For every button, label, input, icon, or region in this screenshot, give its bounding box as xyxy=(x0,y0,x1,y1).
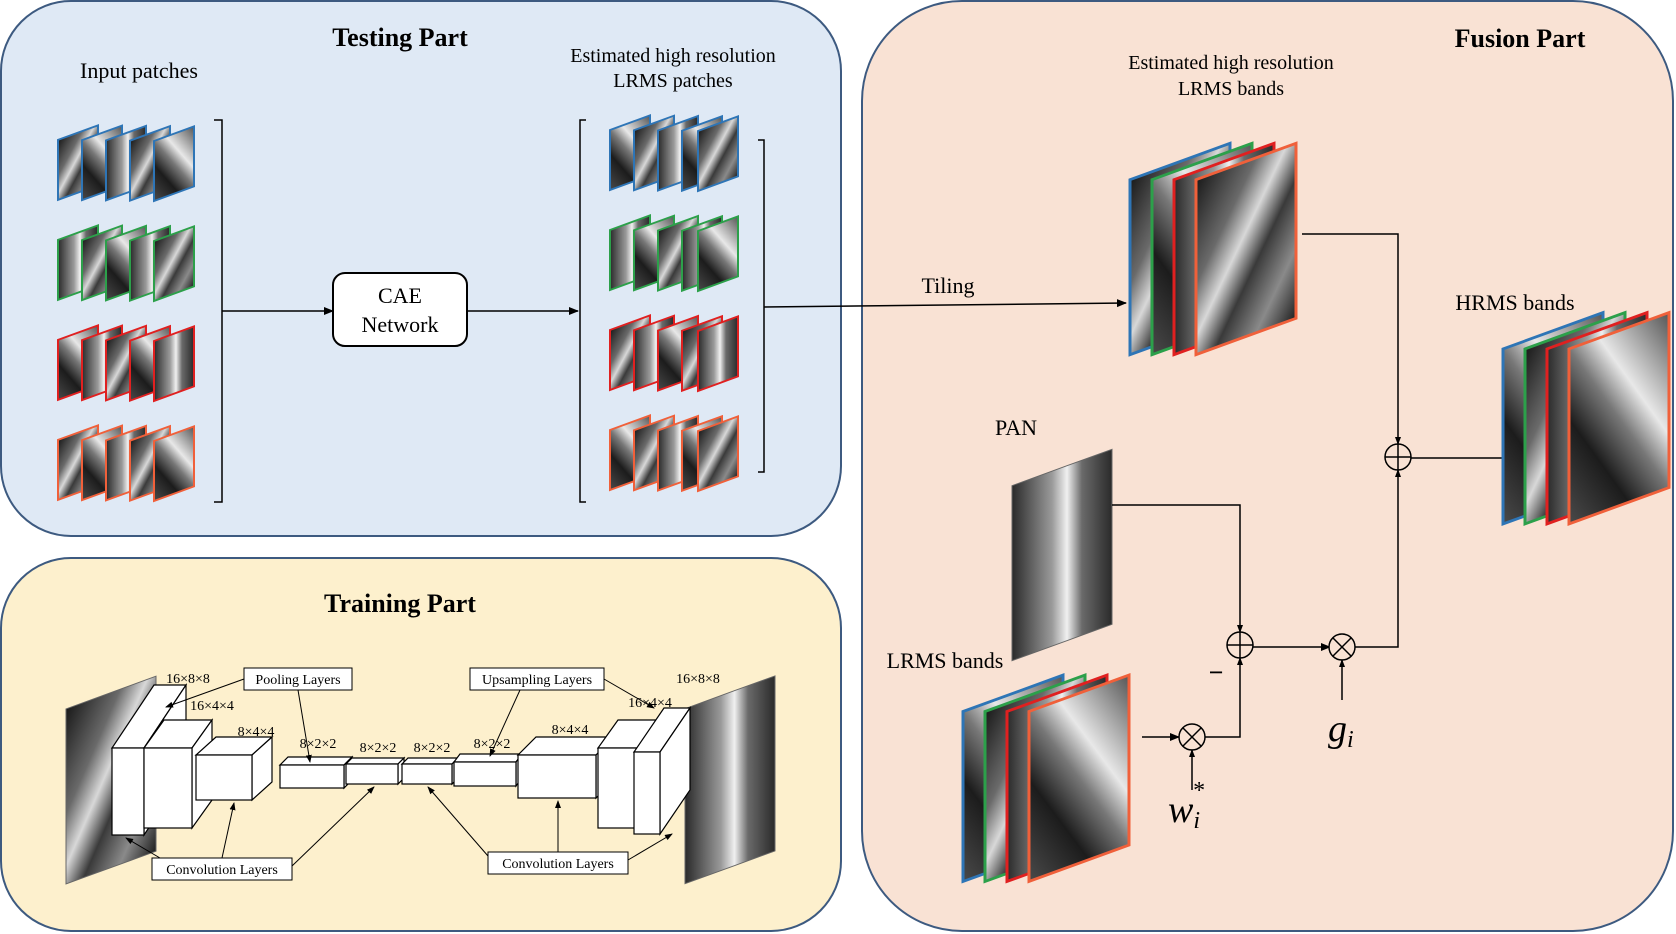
conv-layers-label-right: Convolution Layers xyxy=(502,857,614,872)
est-stack-green xyxy=(609,214,739,293)
input-stack-orange xyxy=(57,423,195,503)
conv-layers-label-left: Convolution Layers xyxy=(166,863,278,878)
layer-block-6 xyxy=(400,756,460,786)
up-arrow-2 xyxy=(603,678,655,709)
input-stack-blue xyxy=(57,123,195,203)
lrms-bands-stack xyxy=(961,673,1131,884)
conv-left-arrow-2 xyxy=(221,802,236,859)
input-patches-label: Input patches xyxy=(80,58,198,83)
estimated-bracket-left xyxy=(579,119,586,503)
plus-node-bottom xyxy=(1226,631,1254,659)
pool-arrow-2 xyxy=(297,689,312,763)
estimated-patch-stacks xyxy=(609,114,739,493)
estimated-patches-label-line1: Estimated high resolution xyxy=(570,45,776,67)
tiling-arrow xyxy=(763,299,1127,308)
plus-node-top xyxy=(1384,443,1412,471)
dim-label-4: 8×2×2 xyxy=(300,737,337,752)
estimated-bands-label-line2: LRMS bands xyxy=(1178,78,1284,100)
estimated-bands-label-line1: Estimated high resolution xyxy=(1128,52,1334,74)
pan-image xyxy=(1011,448,1113,662)
conv-right-arrow-3 xyxy=(627,833,673,861)
cae-label-line2: Network xyxy=(362,312,439,337)
layer-block-3 xyxy=(194,735,274,802)
dim-label-6: 8×2×2 xyxy=(414,741,451,756)
estimated-bracket-right xyxy=(758,139,765,473)
dim-label-10: 16×8×8 xyxy=(676,672,720,687)
estimated-patches-label-line2: LRMS patches xyxy=(613,70,733,92)
g-symbol: gi xyxy=(1328,708,1354,753)
pooling-layers-label: Pooling Layers xyxy=(255,673,340,688)
est-stack-red xyxy=(609,314,739,393)
layer-block-7 xyxy=(452,752,524,788)
hrms-label: HRMS bands xyxy=(1455,290,1574,315)
conv-right-arrow-1 xyxy=(427,786,489,857)
w-symbol: wi* xyxy=(1168,778,1204,834)
lrms-label: LRMS bands xyxy=(887,648,1004,673)
layer-block-10 xyxy=(632,706,692,836)
cae-network-box xyxy=(332,272,468,347)
dim-label-2: 16×4×4 xyxy=(190,699,234,714)
est-stack-orange xyxy=(609,414,739,493)
dim-label-1: 16×8×8 xyxy=(166,672,210,687)
up-arrow-1 xyxy=(489,689,521,757)
dim-label-5: 8×2×2 xyxy=(360,741,397,756)
cae-layer-blocks xyxy=(110,683,692,837)
input-patch-stacks xyxy=(57,123,195,503)
dim-label-7: 8×2×2 xyxy=(474,737,511,752)
pool-arrow-1 xyxy=(165,678,245,708)
tiling-label: Tiling xyxy=(921,273,974,298)
dim-label-9: 16×4×4 xyxy=(628,696,672,711)
times-node-right xyxy=(1328,633,1356,661)
times-to-minus-line xyxy=(1205,657,1243,738)
est-to-plus-line xyxy=(1302,233,1401,445)
upsampling-layers-label: Upsampling Layers xyxy=(482,673,592,688)
hrms-bands-stack xyxy=(1501,310,1671,526)
fusion-title: Fusion Part xyxy=(1455,24,1586,53)
dim-label-3: 8×4×4 xyxy=(238,725,275,740)
times-to-plus-line xyxy=(1355,469,1401,648)
training-output-image xyxy=(684,675,776,885)
minus-sign: − xyxy=(1209,658,1224,687)
input-stack-green xyxy=(57,223,195,303)
estimated-bands-stack xyxy=(1128,141,1298,357)
input-stack-red xyxy=(57,323,195,403)
pan-label: PAN xyxy=(995,415,1037,440)
layer-block-5 xyxy=(344,756,406,786)
training-panel xyxy=(0,557,842,932)
cae-label-line1: CAE xyxy=(378,283,422,308)
dim-label-8: 8×4×4 xyxy=(552,723,589,738)
pan-to-plus-line xyxy=(1112,504,1243,633)
training-title: Training Part xyxy=(324,589,476,618)
times-node-left xyxy=(1178,723,1206,751)
testing-title: Testing Part xyxy=(332,23,468,52)
conv-left-arrow-1 xyxy=(125,837,161,859)
conv-left-arrow-3 xyxy=(291,786,375,867)
est-stack-blue xyxy=(609,114,739,193)
layer-block-4 xyxy=(278,755,354,790)
